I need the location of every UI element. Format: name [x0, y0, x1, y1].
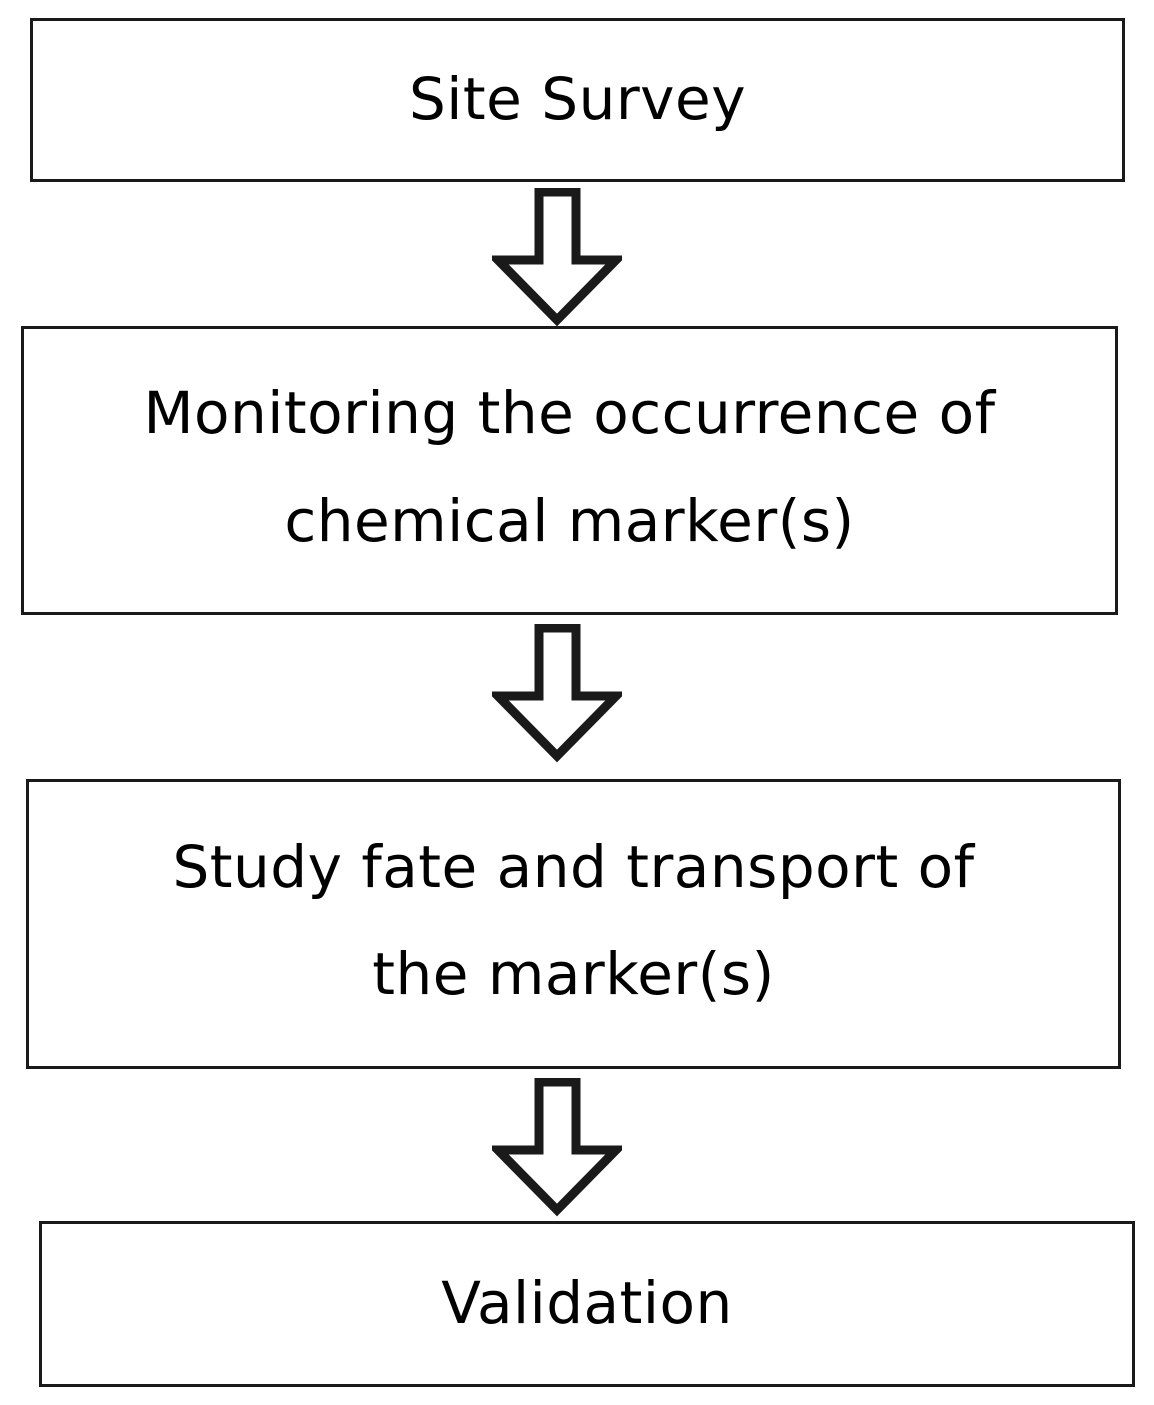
step-fate-transport: Study fate and transport of the marker(s… — [26, 779, 1121, 1069]
down-arrow-icon — [492, 624, 622, 763]
step-label: Site Survey — [408, 65, 747, 134]
step-validation: Validation — [39, 1221, 1135, 1387]
step-label: Study fate and transport of the marker(s… — [172, 832, 975, 1008]
step-monitoring: Monitoring the occurrence of chemical ma… — [21, 326, 1118, 615]
down-arrow-icon — [492, 188, 622, 327]
step-site-survey: Site Survey — [30, 18, 1125, 182]
step-label: Monitoring the occurrence of chemical ma… — [143, 379, 996, 555]
down-arrow-icon — [492, 1078, 622, 1217]
step-label: Validation — [441, 1269, 733, 1338]
